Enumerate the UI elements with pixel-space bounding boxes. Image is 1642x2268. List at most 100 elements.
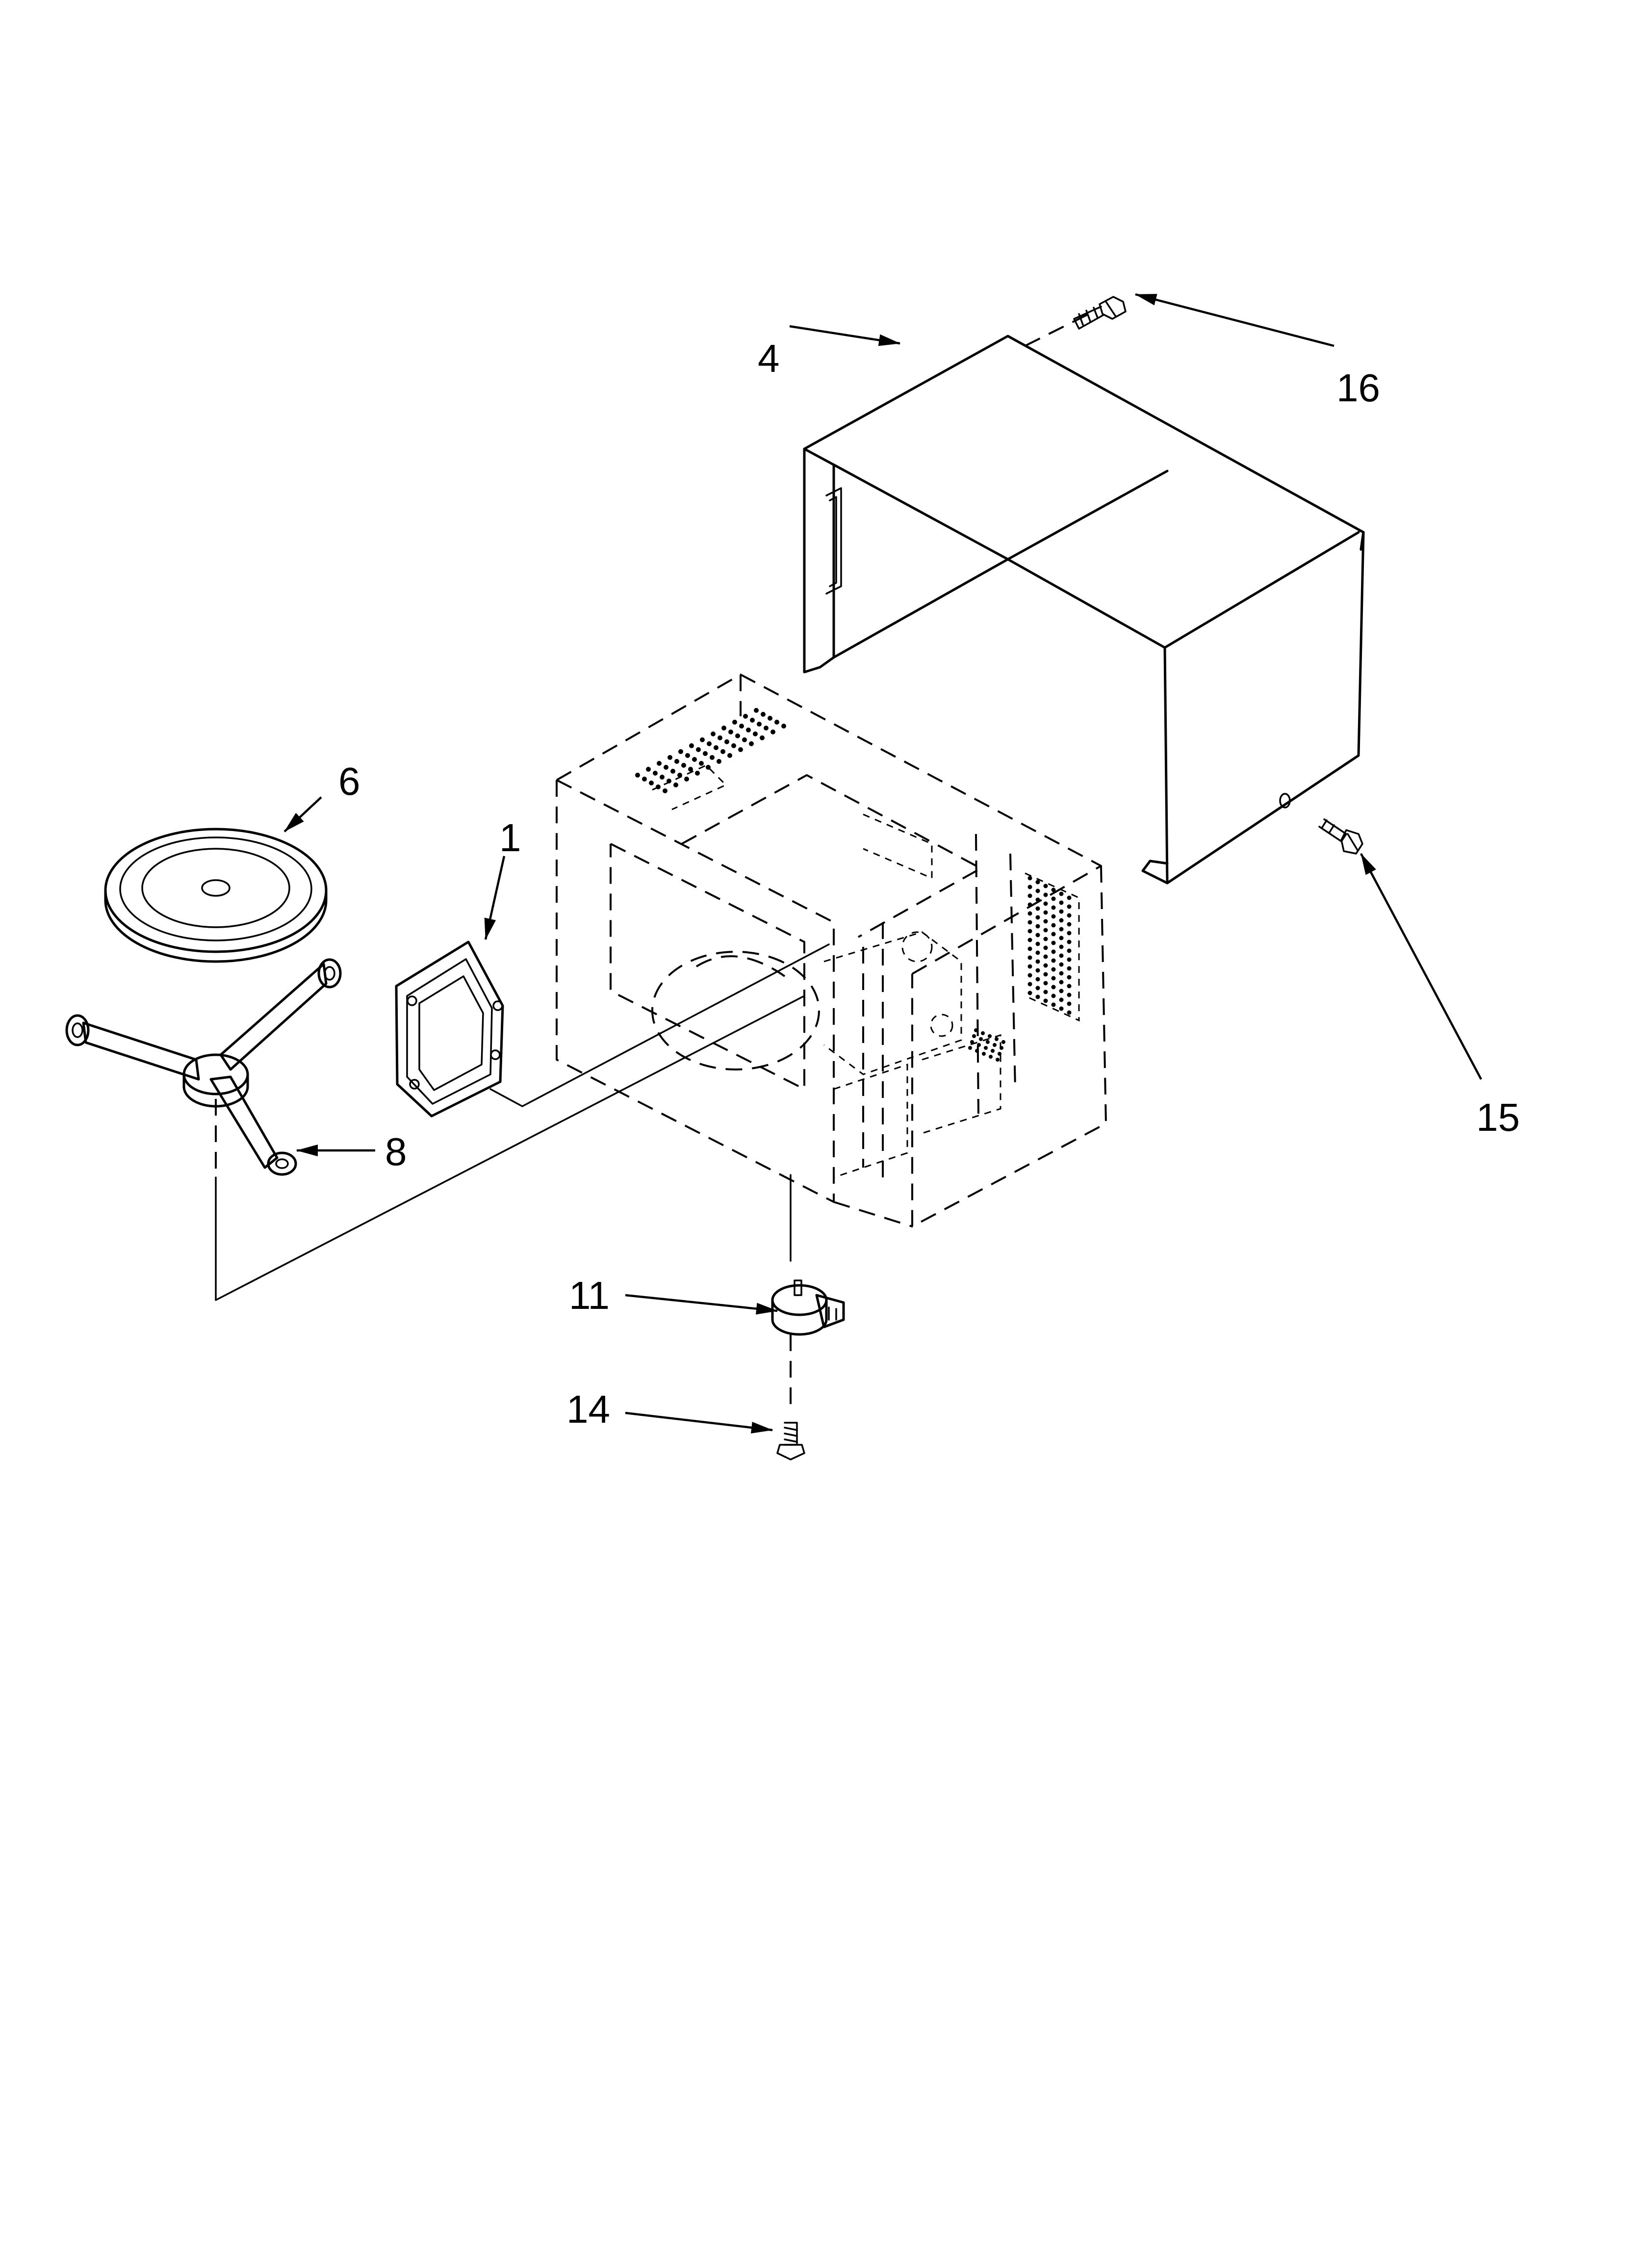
vent-hole — [986, 1040, 990, 1044]
vent-hole — [1051, 905, 1056, 910]
vent-hole — [1059, 927, 1064, 932]
vent-hole — [1051, 967, 1056, 972]
vent-hole — [1035, 915, 1040, 920]
vent-hole — [721, 726, 726, 730]
vent-hole — [989, 1055, 993, 1059]
vent-hole — [732, 720, 737, 725]
vent-hole — [1051, 985, 1056, 990]
vent-hole — [1059, 962, 1064, 967]
vent-hole — [1067, 992, 1072, 997]
vent-hole — [711, 731, 716, 736]
vent-hole — [1035, 994, 1040, 999]
vent-hole — [1051, 949, 1056, 954]
vent-hole — [677, 773, 682, 778]
vent-hole — [1059, 989, 1064, 993]
vent-hole — [1067, 984, 1072, 989]
vent-hole — [1043, 937, 1048, 941]
vent-hole — [703, 751, 708, 756]
callout-1: 1 — [499, 816, 521, 860]
rear-vent-holes-icon — [968, 1028, 1005, 1062]
vent-hole — [981, 1031, 985, 1035]
side-vent-holes-icon — [1027, 876, 1072, 1015]
vent-hole — [1027, 902, 1032, 907]
vent-hole — [1067, 931, 1072, 936]
vent-hole — [699, 761, 704, 766]
vent-hole — [1051, 976, 1056, 981]
vent-hole — [1067, 939, 1072, 944]
vent-hole — [746, 728, 751, 732]
callout-6: 6 — [338, 759, 360, 803]
vent-hole — [646, 767, 651, 772]
vent-hole — [1051, 940, 1056, 945]
vent-hole — [695, 771, 700, 776]
vent-hole — [688, 767, 693, 772]
turntable-motor-icon — [771, 1174, 845, 1413]
vent-hole — [714, 745, 718, 750]
vent-hole — [1027, 964, 1032, 969]
vent-hole — [1027, 893, 1032, 898]
vent-hole — [1051, 923, 1056, 928]
vent-hole — [991, 1049, 995, 1053]
vent-hole — [998, 1052, 1001, 1056]
vent-hole — [754, 708, 759, 713]
vent-hole — [760, 735, 765, 740]
vent-hole — [1043, 884, 1048, 888]
vent-hole — [1059, 891, 1064, 896]
vent-hole — [1067, 966, 1072, 971]
vent-hole — [1051, 1002, 1056, 1007]
vent-hole — [1035, 968, 1040, 973]
waveguide-cover-gasket-icon — [395, 940, 830, 1118]
vent-hole — [993, 1043, 997, 1047]
vent-hole — [1043, 972, 1048, 977]
turntable-roller-support-icon — [65, 958, 805, 1301]
vent-hole — [1059, 997, 1064, 1002]
vent-hole — [684, 777, 689, 782]
vent-hole — [696, 747, 701, 752]
vent-hole — [739, 724, 744, 729]
vent-hole — [1035, 941, 1040, 946]
vent-hole — [977, 1043, 981, 1047]
vent-hole — [742, 737, 747, 742]
vent-hole — [1059, 944, 1064, 949]
vent-hole — [710, 755, 715, 760]
vent-hole — [996, 1058, 1000, 1062]
vent-hole — [979, 1037, 983, 1041]
vent-hole — [984, 1046, 988, 1050]
vent-hole — [1043, 981, 1048, 986]
vent-hole — [1067, 975, 1072, 980]
vent-hole — [670, 769, 675, 774]
vent-hole — [1051, 914, 1056, 919]
vent-hole — [1067, 904, 1072, 909]
vent-hole — [674, 759, 679, 764]
vent-hole — [1035, 950, 1040, 955]
vent-hole — [1067, 948, 1072, 953]
vent-hole — [1051, 887, 1056, 892]
vent-hole — [974, 1028, 978, 1032]
vent-hole — [1067, 957, 1072, 962]
vent-hole — [718, 735, 722, 740]
vent-hole — [1059, 909, 1064, 914]
vent-hole — [664, 765, 668, 770]
vent-hole — [750, 718, 755, 723]
vent-hole — [764, 726, 769, 730]
vent-hole — [663, 788, 667, 793]
callout-leaders — [283, 293, 1482, 1434]
vent-hole — [1027, 885, 1032, 889]
vent-hole — [1035, 880, 1040, 885]
vent-hole — [970, 1040, 974, 1044]
vent-hole — [1027, 973, 1032, 978]
vent-hole — [1035, 959, 1040, 964]
vent-hole — [1059, 918, 1064, 923]
callout-4: 4 — [758, 337, 780, 380]
vent-hole — [1051, 958, 1056, 963]
vent-hole — [717, 759, 721, 764]
vent-hole — [642, 777, 647, 782]
vent-hole — [1043, 919, 1048, 924]
vent-hole — [972, 1034, 976, 1038]
callout-14: 14 — [566, 1387, 610, 1431]
vent-hole — [1043, 998, 1048, 1003]
vent-hole — [706, 765, 711, 770]
top-vent-holes-icon — [635, 708, 786, 793]
vent-hole — [1035, 986, 1040, 991]
vent-hole — [1035, 924, 1040, 929]
